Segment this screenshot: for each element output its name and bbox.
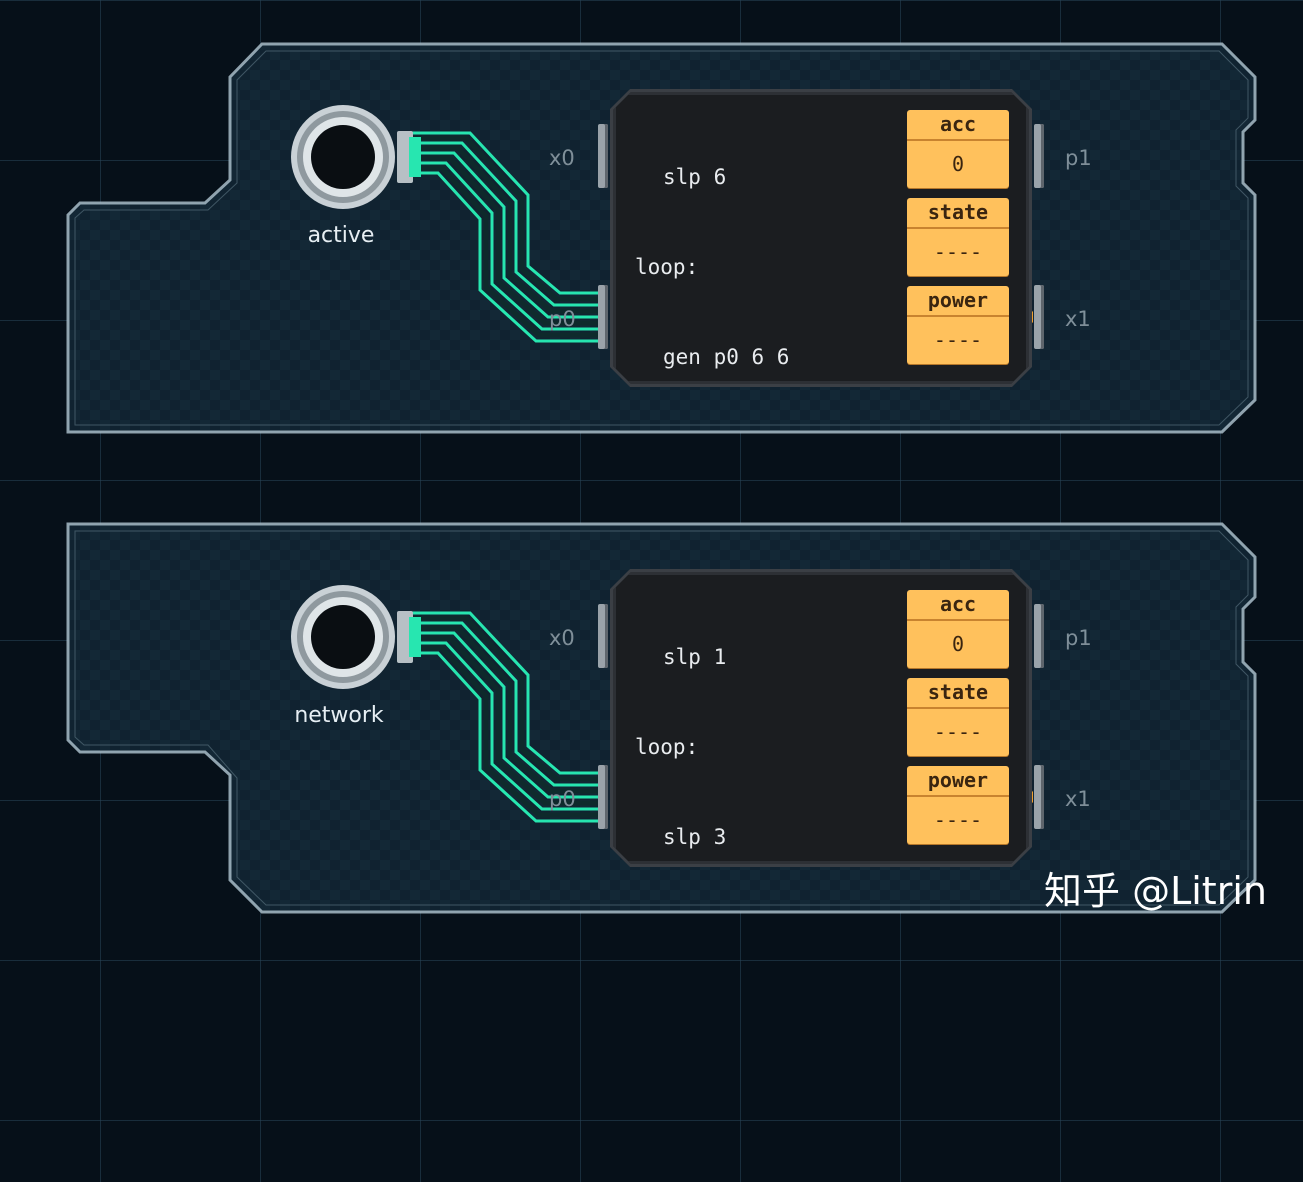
port-p1-label: p1 [1065,626,1092,650]
register-acc: acc 0 [907,590,1009,668]
register-state: state ---- [907,198,1009,276]
code-line: gen p0 6 6 [663,345,790,369]
code-line: loop: [635,735,699,759]
register-power: power ---- [907,766,1009,844]
register-value: ---- [933,240,983,264]
code-line: slp 3 [663,825,727,849]
game-board: active x0 p0 p1 x1 slp 6 loop: gen p0 6 … [66,42,1267,939]
port-p0-label: p0 [549,307,576,331]
register-name: power [907,286,1009,317]
register-name: state [907,198,1009,229]
wire-bundle-top-shade [404,135,600,338]
watermark: 知乎 @Litrin [1044,869,1267,913]
code-line: jmp loop [663,1095,765,1119]
register-value: ---- [933,720,983,744]
code-line: gen p0 1 1 [663,1005,790,1029]
pin-x0[interactable] [598,124,608,188]
pin-p0[interactable] [598,285,608,349]
microcontroller-top[interactable]: slp 6 loop: gen p0 6 6 jmp loop acc 0 st… [613,92,1029,384]
register-value: ---- [933,808,983,832]
register-power: power ---- [907,286,1009,364]
sensor-ring-icon [291,585,421,689]
pin-x1[interactable] [1034,765,1044,829]
pin-x1[interactable] [1034,285,1044,349]
pin-x0[interactable] [598,604,608,668]
code-line: slp 1 [663,645,727,669]
pin-p1[interactable] [1034,604,1044,668]
register-value: 0 [951,632,965,656]
register-name: power [907,766,1009,797]
register-name: acc [907,110,1009,141]
port-p1-label: p1 [1065,146,1092,170]
port-x0-label: x0 [549,626,575,650]
register-state: state ---- [907,678,1009,756]
register-acc: acc 0 [907,110,1009,188]
port-p0-label: p0 [549,787,576,811]
pin-p0[interactable] [598,765,608,829]
port-x1-label: x1 [1065,307,1091,331]
wire-bundle-bottom-shade [404,615,600,818]
microcontroller-bottom[interactable]: slp 1 loop: slp 3 gen p0 2 1 gen p0 1 1 … [613,572,1029,864]
sensor-label: network [294,703,384,728]
wire-bundle-top [404,131,600,343]
code-line: slp 6 [663,165,727,189]
register-value: 0 [951,152,965,176]
code-line: loop: [635,255,699,279]
register-name: state [907,678,1009,709]
wire-bundle-bottom [404,611,600,823]
sensor-ring-icon [291,105,421,209]
sensor-label: active [307,223,375,248]
port-x1-label: x1 [1065,787,1091,811]
register-name: acc [907,590,1009,621]
register-value: ---- [933,328,983,352]
pin-p1[interactable] [1034,124,1044,188]
port-x0-label: x0 [549,146,575,170]
